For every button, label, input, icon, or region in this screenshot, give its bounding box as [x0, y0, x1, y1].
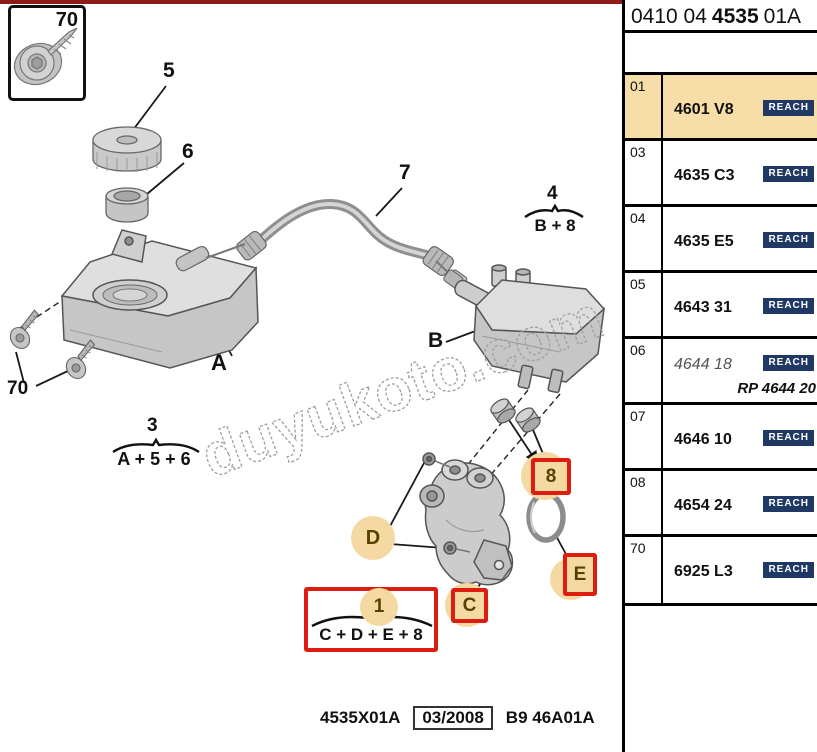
row-number: 06 — [625, 339, 663, 402]
reach-badge[interactable]: REACH — [763, 298, 814, 314]
drawing-ref: B9 46A01A — [505, 708, 595, 727]
reach-badge[interactable]: REACH — [763, 355, 814, 371]
reach-badge[interactable]: REACH — [763, 496, 814, 512]
callout-pushrod-d: D — [351, 516, 395, 560]
group3-formula: A + 5 + 6 — [117, 449, 191, 469]
drawing-code: 4535X01A — [320, 708, 401, 727]
callout-bushing-8: 8 — [531, 458, 571, 495]
group1-number: 1 — [360, 588, 398, 626]
reservoir-a-drawing — [60, 229, 259, 369]
hose-drawing — [236, 198, 468, 290]
row-number: 03 — [625, 141, 663, 204]
row-number: 05 — [625, 273, 663, 336]
top-red-rule — [0, 0, 622, 4]
group4-formula: B + 8 — [534, 216, 576, 235]
reach-badge[interactable]: REACH — [763, 562, 814, 578]
callout-hose: 7 — [399, 161, 411, 184]
parts-row-07[interactable]: 07 4646 10 REACH — [625, 405, 817, 471]
drawing-footer: 4535X01A 03/2008 B9 46A01A — [320, 706, 595, 730]
parts-row-70[interactable]: 70 6925 L3 REACH — [625, 537, 817, 603]
catalog-code-main: 4535 — [711, 5, 759, 28]
row-number: 01 — [625, 75, 663, 138]
group3-number: 3 — [147, 415, 158, 436]
reservoir-b-drawing — [443, 264, 606, 394]
parts-row-08[interactable]: 08 4654 24 REACH — [625, 471, 817, 537]
part-code: 4646 10 — [674, 431, 732, 448]
catalog-code-suffix: 01A — [763, 5, 802, 28]
inset-item-number: 70 — [55, 9, 78, 31]
row-number: 70 — [625, 537, 663, 603]
group1-formula: C + D + E + 8 — [319, 625, 423, 644]
callout-screw: 70 — [7, 378, 29, 399]
callout-reservoir-a: A — [211, 350, 227, 375]
callout-cylinder-c: C — [451, 588, 488, 623]
part-code: 6925 L3 — [674, 563, 733, 580]
part-code: 4635 E5 — [674, 233, 734, 250]
callout-seal: 6 — [182, 140, 194, 163]
reach-badge[interactable]: REACH — [763, 166, 814, 182]
replacement-part-note: RP 4644 20 — [737, 380, 816, 397]
parts-table: 01 4601 V8 REACH 03 4635 C3 REACH 04 463… — [625, 72, 817, 606]
kit-group-1-box: 1 C + D + E + 8 — [304, 587, 438, 652]
catalog-code-prefix: 0410 04 — [631, 5, 707, 28]
group4-number: 4 — [547, 183, 558, 204]
part-code: 4644 18 — [674, 356, 732, 373]
screw-inset-box: 70 — [8, 5, 86, 101]
parts-row-04[interactable]: 04 4635 E5 REACH — [625, 207, 817, 273]
parts-row-01[interactable]: 01 4601 V8 REACH — [625, 75, 817, 141]
reach-badge[interactable]: REACH — [763, 430, 814, 446]
parts-row-05[interactable]: 05 4643 31 REACH — [625, 273, 817, 339]
parts-row-03[interactable]: 03 4635 C3 REACH — [625, 141, 817, 207]
bushings-drawing — [490, 398, 541, 433]
oring-drawing — [526, 491, 566, 543]
cap-drawing — [92, 126, 162, 172]
master-cylinder-drawing — [419, 452, 514, 586]
row-number: 04 — [625, 207, 663, 270]
part-code: 4654 24 — [674, 497, 732, 514]
callout-reservoir-b: B — [428, 329, 444, 352]
reach-badge[interactable]: REACH — [763, 232, 814, 248]
row-number: 08 — [625, 471, 663, 534]
exploded-parts-drawing: duyukoto.com — [9, 85, 613, 628]
callout-cap: 5 — [163, 59, 175, 82]
part-code: 4635 C3 — [674, 167, 735, 184]
parts-row-06[interactable]: 06 4644 18 REACH RP 4644 20 — [625, 339, 817, 405]
seal-drawing — [105, 187, 149, 223]
screw-icon — [13, 27, 78, 86]
mounting-screws-drawing — [9, 309, 96, 380]
part-code: 4601 V8 — [674, 101, 734, 118]
part-code: 4643 31 — [674, 299, 732, 316]
drawing-date: 03/2008 — [413, 706, 493, 730]
callout-oring-e: E — [563, 553, 597, 596]
reach-badge[interactable]: REACH — [763, 100, 814, 116]
row-number: 07 — [625, 405, 663, 468]
